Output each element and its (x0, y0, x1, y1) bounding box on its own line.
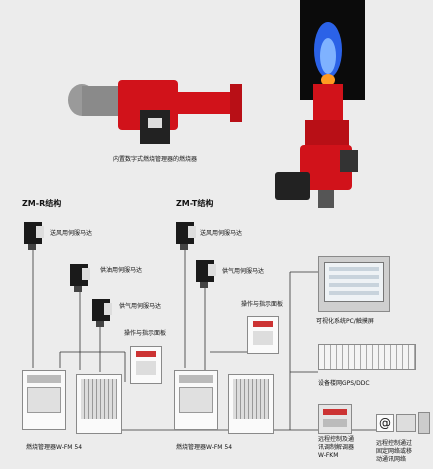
vertical-burner-valve (340, 150, 358, 172)
zmt-operation-panel (247, 316, 279, 354)
fax-icon (396, 414, 416, 432)
flame-core (321, 74, 335, 86)
zmr-title: ZM-R结构 (22, 199, 62, 208)
mobile-phone-icon (418, 412, 430, 434)
burner-flange (230, 84, 242, 122)
zmr-gas-servo-label: 供气用伺服马达 (119, 303, 162, 310)
zmt-burner-manager-module (228, 374, 274, 434)
email-icon: @ (376, 414, 394, 432)
zmt-gas-servo-motor (196, 260, 216, 288)
remote-label-3: W-FKM (318, 452, 339, 459)
network-label-3: 动通讯网络 (376, 456, 407, 463)
zmt-air-servo-label: 送风用伺服马达 (200, 230, 243, 237)
vertical-burner-tube (313, 84, 343, 124)
network-label-1: 远程控制通过 (376, 440, 413, 447)
zmt-air-servo-motor (176, 222, 196, 250)
zmt-panel-label: 操作与指示面板 (241, 301, 284, 308)
zmr-oil-servo-label: 供油用伺服马达 (100, 267, 143, 274)
zmt-burner-manager-main (174, 370, 218, 430)
zmt-gas-servo-label: 供气用伺服马达 (222, 268, 265, 275)
burner-tube (175, 92, 235, 114)
zmr-manager-label: 燃烧管理器W-FM 54 (26, 444, 83, 451)
burner-caption: 内置数字式燃烧管理器的燃烧器 (113, 156, 198, 163)
zmr-panel-label: 操作与指示面板 (124, 330, 167, 337)
zmt-manager-label: 燃烧管理器W-FM 54 (176, 444, 233, 451)
pc-touchscreen (318, 256, 390, 312)
burner-motor (82, 86, 120, 116)
pc-label: 可视化系统PC/触摸屏 (316, 318, 374, 325)
zmr-air-servo-label: 送风用伺服马达 (50, 230, 93, 237)
zmr-operation-panel (130, 346, 162, 384)
remote-label-1: 远程控制及通 (318, 436, 355, 443)
vertical-burner-base (318, 190, 334, 208)
zmr-burner-manager-module (76, 374, 122, 434)
zmr-oil-servo-motor (70, 264, 90, 292)
zmr-air-servo-motor (24, 222, 44, 250)
remote-label-2: 讯调制解调器 (318, 444, 355, 451)
flame-inner (320, 38, 336, 74)
vertical-burner-motor (275, 172, 310, 200)
bms-rack (318, 344, 416, 370)
network-label-2: 固定网络或移 (376, 448, 413, 455)
zmt-title: ZM-T结构 (176, 199, 214, 208)
remote-modem (318, 404, 352, 434)
zmr-burner-manager-main (22, 370, 66, 430)
burner-display (148, 118, 162, 128)
vertical-burner-body (300, 145, 352, 190)
zmr-gas-servo-motor (92, 299, 112, 327)
bms-label: 设备楼网GPS/DDC (318, 380, 370, 387)
